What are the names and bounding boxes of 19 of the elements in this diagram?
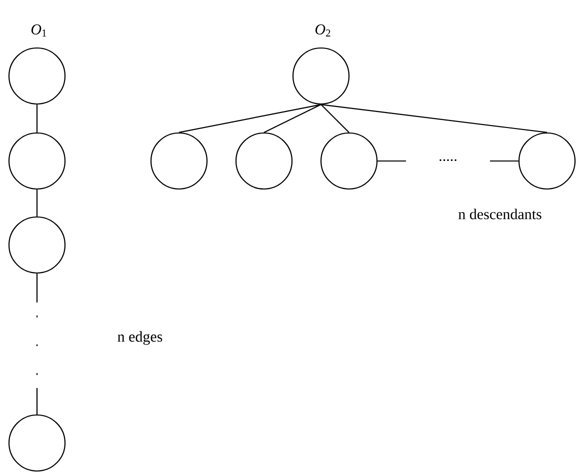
node-heading: O$_{1}$ — [31, 24, 46, 36]
circle-node — [320, 132, 378, 190]
edge-label: ..... — [406, 153, 490, 167]
circle-node — [518, 132, 576, 190]
annotation-text: n edges — [118, 331, 162, 345]
circle-node — [8, 132, 66, 190]
annotation-text: n descendants — [458, 208, 542, 220]
connector-line — [36, 190, 38, 216]
connector-line — [264, 104, 322, 133]
circle-node — [8, 414, 66, 472]
connector-line — [320, 104, 548, 133]
connector-line — [178, 104, 322, 133]
circle-node — [150, 132, 208, 190]
connector-line — [36, 104, 38, 132]
connector-line — [320, 104, 350, 133]
circle-node — [235, 132, 293, 190]
circle-node — [8, 216, 66, 274]
connector-line — [36, 274, 38, 414]
node-heading: O$_{2}$ — [315, 24, 330, 36]
